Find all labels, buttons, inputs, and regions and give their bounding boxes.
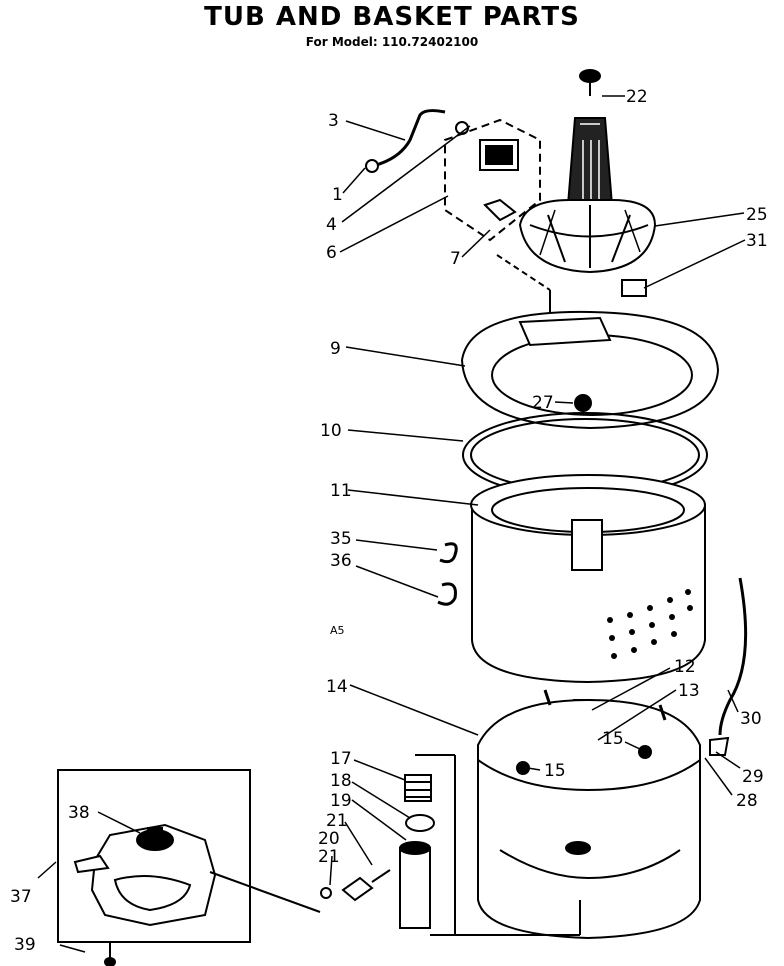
callout-38: 38 — [68, 803, 90, 823]
callout-30: 30 — [740, 709, 762, 729]
callout-4: 4 — [326, 215, 337, 235]
page-marker: A5 — [330, 624, 345, 637]
callout-19: 19 — [330, 791, 352, 811]
wash-basket-part — [470, 474, 706, 684]
callout-3: 3 — [328, 111, 339, 131]
callout-15-left: 15 — [544, 761, 566, 781]
callout-10: 10 — [320, 421, 342, 441]
callout-25: 25 — [746, 205, 768, 225]
callout-36: 36 — [330, 551, 352, 571]
outer-tub-part — [477, 689, 701, 940]
callout-31: 31 — [746, 231, 768, 251]
callout-6: 6 — [326, 243, 337, 263]
callout-12: 12 — [674, 657, 696, 677]
drain-hose-part — [709, 577, 748, 756]
callout-35: 35 — [330, 529, 352, 549]
callout-labels: 3 1 4 6 7 22 25 31 9 10 11 27 35 36 A5 1… — [10, 87, 768, 955]
callout-39: 39 — [14, 935, 36, 955]
callout-37: 37 — [10, 887, 32, 907]
callout-15-right: 15 — [602, 729, 624, 749]
callout-14: 14 — [326, 677, 348, 697]
callout-28: 28 — [736, 791, 758, 811]
callout-29: 29 — [742, 767, 764, 787]
callout-22: 22 — [626, 87, 648, 107]
callout-21-bottom: 21 — [318, 847, 340, 867]
callout-9: 9 — [330, 339, 341, 359]
pump-parts — [320, 754, 581, 936]
leader-lines — [37, 95, 746, 953]
page-title: TUB AND BASKET PARTS — [204, 2, 580, 32]
agitator-part — [518, 117, 657, 274]
basket-clips-part — [437, 542, 458, 606]
gearcase-assembly — [57, 769, 321, 966]
callout-17: 17 — [330, 749, 352, 769]
tub-ring-part — [460, 310, 720, 430]
agitator-cap-part — [579, 69, 601, 96]
callout-27: 27 — [532, 393, 554, 413]
callout-20: 20 — [318, 829, 340, 849]
callout-1: 1 — [332, 185, 343, 205]
water-inlet-assembly — [365, 109, 551, 318]
callout-13: 13 — [678, 681, 700, 701]
callout-18: 18 — [330, 771, 352, 791]
callout-7: 7 — [450, 249, 461, 269]
model-subtitle: For Model: 110.72402100 — [305, 35, 479, 49]
callout-11: 11 — [330, 481, 352, 501]
agitator-cam-part — [621, 279, 647, 297]
callout-21-top: 21 — [326, 811, 348, 831]
